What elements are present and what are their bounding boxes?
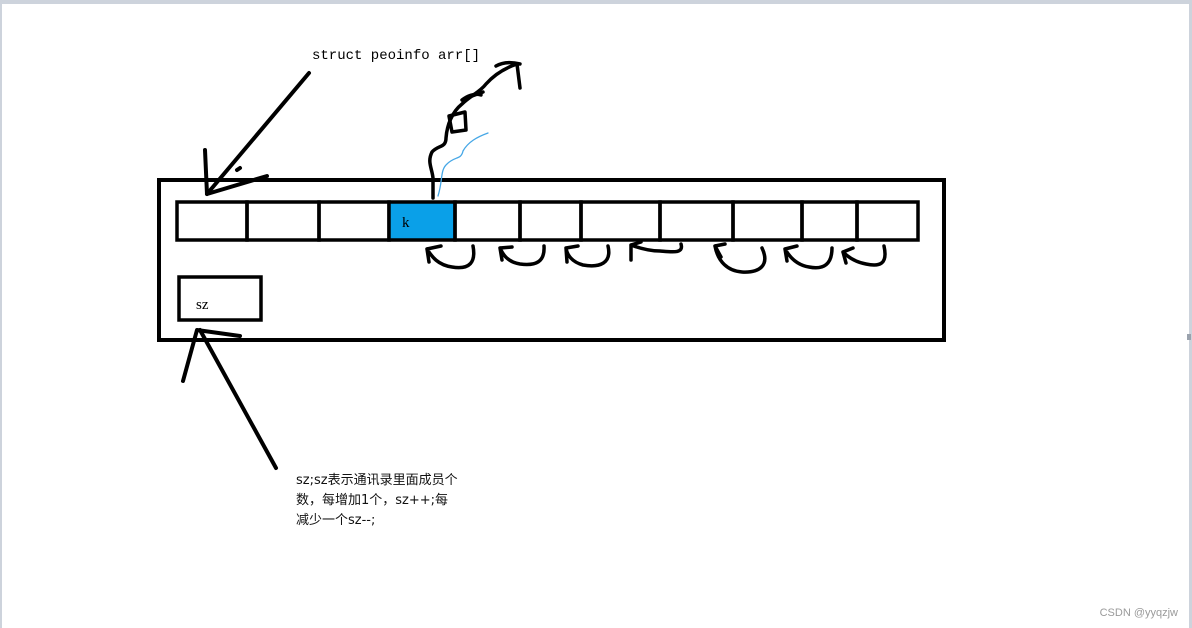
array-cell [857,202,918,240]
shift-arrow [843,246,885,265]
csdn-watermark: CSDN @yyqzjw [1100,607,1178,619]
shift-arrow [566,246,609,266]
struct-pointer-arrow [205,73,309,194]
array-cell [520,202,581,240]
shift-arrow [427,246,474,268]
contact-struct-box [159,180,944,340]
array-cell [455,202,520,240]
highlighted-cell-label: k [402,215,410,232]
array-cell [733,202,802,240]
array-cells [177,202,918,240]
sz-explanation-note: sz;sz表示通讯录里面成员个数，每增加1个，sz++;每减少一个sz--; [296,471,461,531]
sz-pointer-arrow [183,330,276,468]
array-cell [660,202,733,240]
array-cell [581,202,660,240]
shift-arrow [785,246,832,268]
shift-arrows [427,242,885,272]
shift-arrow [715,244,765,272]
array-cell [177,202,247,240]
array-cell [319,202,389,240]
remove-element-scribble [430,63,520,198]
array-cell [802,202,857,240]
shift-arrow [631,242,681,260]
array-cell-k [389,202,455,240]
shift-arrow [500,246,544,264]
array-cell [247,202,319,240]
sz-box-label: sz [196,297,209,314]
struct-label: struct peoinfo arr[] [312,48,480,64]
sz-box [179,277,261,320]
